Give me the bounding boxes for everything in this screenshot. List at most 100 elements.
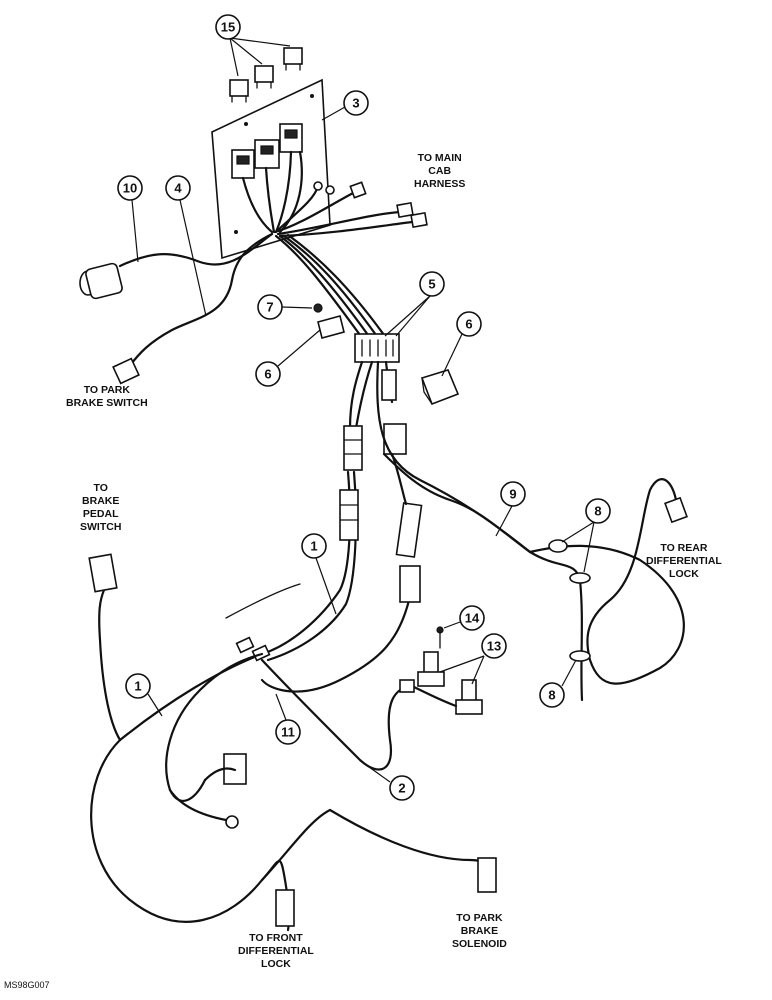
callout-9: [500, 481, 526, 507]
label-main-cab-harness: TO MAIN CAB HARNESS: [414, 152, 465, 191]
bracket-6: [420, 369, 460, 406]
callout-15-text: 15: [221, 20, 235, 35]
label-line: TO: [93, 482, 108, 494]
wire: [168, 788, 228, 822]
label-line: CAB: [428, 165, 452, 177]
callout-9-text: 9: [509, 487, 516, 502]
wire: [408, 683, 458, 708]
cable-tie: [225, 583, 301, 619]
wire: [278, 220, 414, 238]
callout-5: [419, 271, 445, 297]
label-line: TO REAR: [660, 542, 708, 554]
label-line: TO MAIN: [417, 152, 462, 164]
cab-terminal: [313, 181, 323, 191]
connector-e: [251, 644, 271, 662]
solenoid-1: [423, 651, 439, 675]
wire: [282, 234, 378, 337]
label-line: DIFFERENTIAL: [238, 945, 314, 957]
label-park-brake-switch: TO PARK BRAKE SWITCH: [66, 384, 148, 410]
wire: [260, 808, 332, 882]
connector-c: [383, 423, 407, 455]
callout-8b: [539, 682, 565, 708]
ring-terminal: [225, 815, 239, 829]
figure-code: MS98G007: [4, 980, 50, 990]
callout-10-text: 10: [123, 181, 137, 196]
relay-1: [229, 79, 249, 97]
label-line: DIFFERENTIAL: [646, 555, 722, 567]
wire: [264, 166, 276, 234]
wire: [278, 234, 370, 337]
callout-4: [165, 175, 191, 201]
callout-14: [459, 605, 485, 631]
wire-10: [118, 232, 274, 268]
wire-front-diff-loop: [90, 738, 291, 932]
cab-terminal: [325, 185, 335, 195]
callout-11: [275, 719, 301, 745]
callout-2: [389, 775, 415, 801]
wire: [354, 360, 374, 430]
label-line: SWITCH: [80, 521, 122, 533]
connector-d: [339, 489, 359, 541]
label-line: LOCK: [261, 958, 291, 970]
callout-15: [215, 14, 241, 40]
label-line: LOCK: [669, 568, 699, 580]
clamp-8a: [548, 539, 568, 553]
callout-11-text: 11: [281, 725, 295, 740]
wire-11: [165, 652, 264, 802]
callout-10: [117, 175, 143, 201]
relay-3: [283, 47, 303, 65]
connector-f: [399, 565, 421, 603]
label-line: TO FRONT: [249, 932, 303, 944]
wire: [203, 767, 237, 782]
callout-8b-text: 8: [548, 688, 555, 703]
callout-1a: [301, 533, 327, 559]
wire: [382, 452, 532, 554]
cab-connector-3: [410, 211, 428, 229]
callout-7-text: 7: [266, 300, 273, 315]
label-line: SOLENOID: [452, 938, 507, 950]
callout-1b-text: 1: [134, 679, 141, 694]
wire-rear-diff-loop: [528, 478, 685, 685]
solenoid-1-body: [417, 671, 445, 687]
screw-7: [313, 303, 323, 313]
wire: [241, 176, 274, 234]
wire: [260, 594, 412, 693]
callout-6b-text: 6: [465, 317, 472, 332]
socket-terminal: [284, 129, 298, 139]
label-front-differential-lock: TO FRONT DIFFERENTIAL LOCK: [238, 932, 314, 971]
callout-13-text: 13: [487, 639, 501, 654]
cab-connector-2: [396, 201, 414, 219]
clamp-8c: [569, 650, 591, 662]
wire-park-brake-solenoid: [328, 808, 490, 882]
callout-6b: [456, 311, 482, 337]
label-rear-differential-lock: TO REAR DIFFERENTIAL LOCK: [646, 542, 722, 581]
callout-3-text: 3: [352, 96, 359, 111]
park-brake-solenoid-connector: [477, 857, 497, 893]
connector-a: [343, 425, 363, 471]
wire-4: [126, 232, 274, 370]
cab-connector-1: [349, 181, 367, 199]
wire: [390, 452, 408, 506]
callout-8a-text: 8: [594, 504, 601, 519]
callout-6a-text: 6: [264, 367, 271, 382]
label-line: TO PARK: [83, 384, 130, 396]
wire-1: [118, 470, 351, 742]
callout-4-text: 4: [174, 181, 182, 196]
relay-2: [254, 65, 274, 83]
cable-tie-head: [235, 636, 255, 654]
plate-hole: [310, 94, 314, 98]
wire: [274, 234, 362, 337]
label-line: TO PARK: [456, 912, 503, 924]
clip-6: [317, 315, 345, 339]
rear-diff-lock-connector: [664, 496, 688, 524]
callout-3: [343, 90, 369, 116]
wire-2: [260, 658, 412, 771]
callout-1a-text: 1: [310, 539, 317, 554]
wire: [278, 150, 303, 234]
label-line: BRAKE SWITCH: [66, 397, 148, 409]
front-diff-lock-connector: [275, 889, 295, 927]
label-brake-pedal-switch: TO BRAKE PEDAL SWITCH: [80, 482, 121, 534]
socket-terminal: [260, 145, 274, 155]
